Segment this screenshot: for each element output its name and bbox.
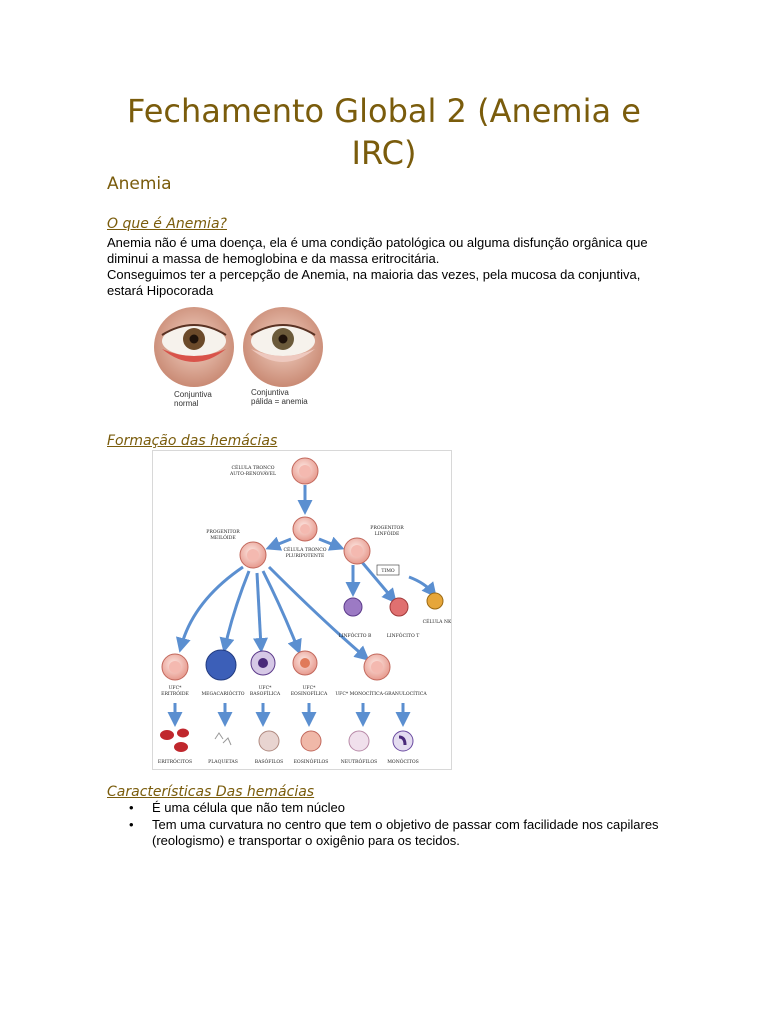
label-pluri-2: PLURIPOTENTE (286, 553, 325, 559)
diagram-cells (160, 457, 444, 752)
diagram-arrows (167, 485, 437, 727)
label-megacariocito: MEGACARIÓCITO (201, 689, 244, 697)
label-basofilos: BASÓFILOS (255, 757, 284, 765)
label-ufc-eo-2: EOSINOFÍLICA (291, 690, 328, 697)
heading-caracteristicas: Características Das hemácias (107, 784, 315, 800)
section-heading-anemia: Anemia (107, 174, 172, 194)
label-eosinofilos: EOSINÓFILOS (294, 757, 329, 765)
label-linfocito-b: LINFÓCITO B (339, 631, 372, 639)
label-prog-myeloid-1: PROGENITOR (206, 529, 240, 535)
label-conjuntiva-palida-2: pálida = anemia (251, 397, 308, 406)
label-stem-2: AUTO-RENOVÁVEL (229, 470, 276, 477)
heading-formacao-hemacias: Formação das hemácias (107, 433, 278, 449)
label-prog-myeloid-2: MEILÓIDE (210, 533, 236, 541)
paragraph-definition: Anemia não é uma doença, ela é uma condi… (107, 235, 648, 266)
eye-conjunctiva-figure: Conjuntiva normal Conjuntiva pálida = an… (154, 307, 323, 408)
label-ufc-b-2: BASOFÍLICA (250, 690, 281, 697)
label-ufc-mono-granulo: UFC* MONOCÍTICA-GRANULOCÍTICA (335, 690, 427, 697)
pale-eye-image (243, 307, 323, 387)
hematopoiesis-diagram: CÉLULA TRONCO AUTO-RENOVÁVEL PROGENITOR … (152, 450, 452, 770)
label-ufc-e-2: ERITRÓIDE (161, 689, 189, 697)
label-pluri-1: CÉLULA TRONCO (284, 545, 327, 553)
label-plaquetas: PLAQUETAS (208, 759, 238, 765)
normal-eye-image (154, 307, 234, 387)
label-ufc-b-1: UFC* (259, 685, 273, 691)
timo-box (376, 564, 400, 576)
label-monocitos: MONÓCITOS (387, 757, 419, 765)
list-item: É uma célula que não tem núcleo (107, 800, 667, 816)
label-conjuntiva-normal-2: normal (174, 399, 199, 408)
label-ufc-eo-1: UFC* (303, 685, 317, 691)
heading-o-que-e-anemia: O que é Anemia? (107, 216, 227, 232)
label-conjuntiva-palida-1: Conjuntiva (251, 388, 289, 397)
label-celula-nk: CÉLULA NK (423, 617, 452, 625)
page-title: Fechamento Global 2 (Anemia e IRC) (127, 92, 641, 172)
list-item: Tem uma curvatura no centro que tem o ob… (107, 817, 667, 849)
label-linfocito-t: LINFÓCITO T (387, 631, 420, 639)
label-eritrocitos: ERITRÓCITOS (158, 757, 192, 765)
label-ufc-e-1: UFC* (169, 685, 183, 691)
label-prog-lymph-1: PROGENITOR (370, 525, 404, 531)
label-conjuntiva-normal-1: Conjuntiva (174, 390, 212, 399)
label-timo: TIMO (381, 568, 395, 574)
label-prog-lymph-2: LINFÓIDE (375, 529, 400, 537)
characteristics-list: É uma célula que não tem núcleo Tem uma … (107, 800, 667, 850)
paragraph-perception: Conseguimos ter a percepção de Anemia, n… (107, 267, 641, 298)
label-neutrofilos: NEUTRÓFILOS (341, 757, 378, 765)
label-stem-1: CÉLULA TRONCO (232, 463, 275, 471)
